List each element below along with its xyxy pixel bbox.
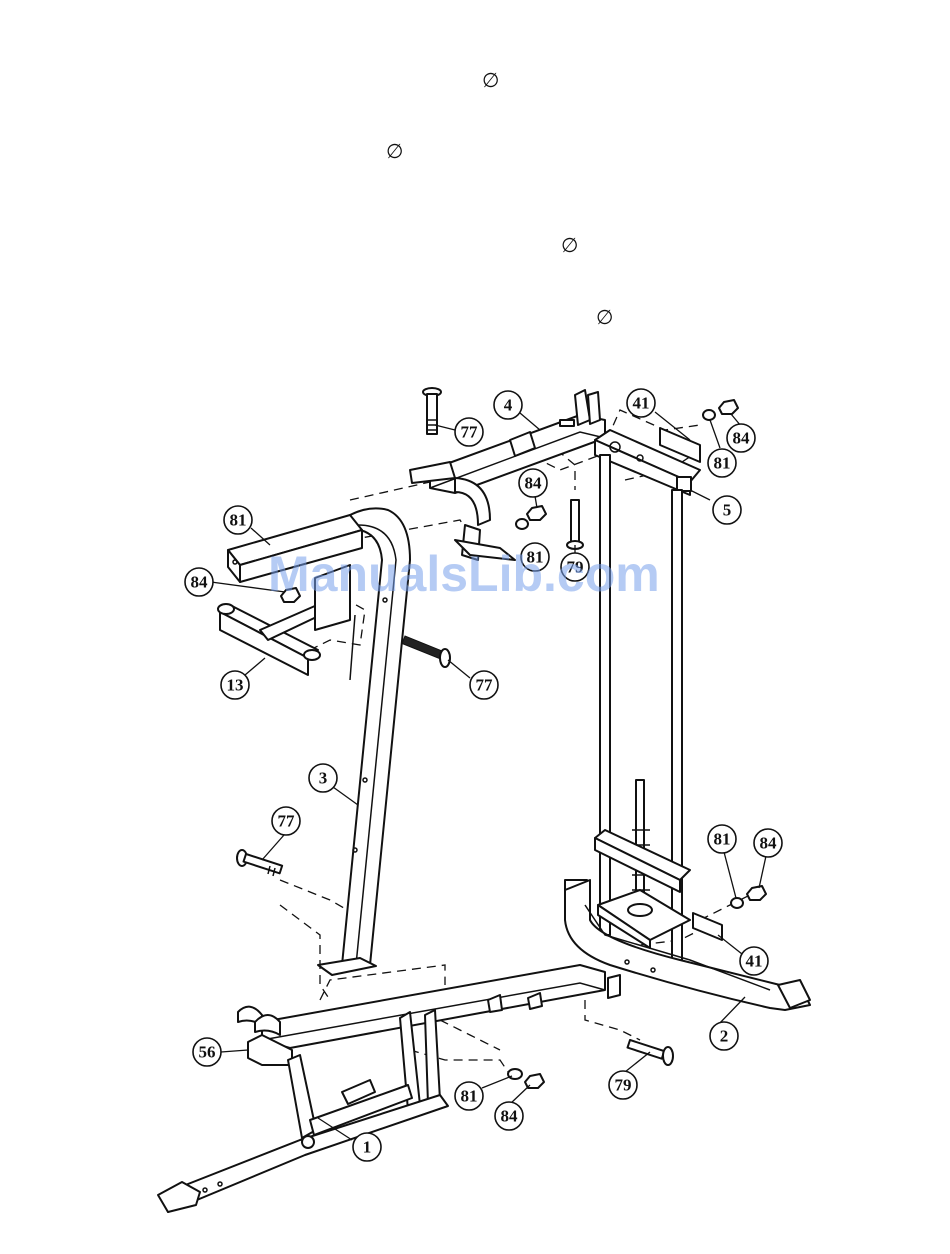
callout-p56-label: 56 xyxy=(199,1043,216,1062)
callout-p5: 5 xyxy=(713,496,741,524)
callout-p84-top-right-label: 84 xyxy=(733,429,751,448)
nut-84-bottom xyxy=(525,1074,544,1088)
callout-p1: 1 xyxy=(353,1133,381,1161)
callout-p81-top-right-label: 81 xyxy=(714,454,731,473)
callout-p84-left: 84 xyxy=(185,568,213,596)
bolt-77-low xyxy=(237,850,282,876)
callout-p79-bottom: 79 xyxy=(609,1071,637,1099)
callout-p41-top-label: 41 xyxy=(633,394,650,413)
callout-p84-low-right: 84 xyxy=(754,829,782,857)
callout-p4: 4 xyxy=(494,391,522,419)
callout-p3-label: 3 xyxy=(319,769,328,788)
callout-p1-label: 1 xyxy=(363,1138,372,1157)
callout-p81-low-right-label: 81 xyxy=(714,830,731,849)
callout-p84-top-right: 84 xyxy=(727,424,755,452)
callout-p81-left: 81 xyxy=(224,506,252,534)
callout-p84-mid: 84 xyxy=(519,469,547,497)
watermark-text: ManualsLib.com xyxy=(268,545,660,603)
callout-p77-mid-label: 77 xyxy=(476,676,494,695)
washer-81-mid xyxy=(516,519,528,529)
callout-p2-label: 2 xyxy=(720,1027,729,1046)
callout-p84-low-right-label: 84 xyxy=(760,834,778,853)
callout-p41-low: 41 xyxy=(740,947,768,975)
bolt-77-mid xyxy=(402,636,450,667)
callout-p13: 13 xyxy=(221,671,249,699)
callout-p84-mid-label: 84 xyxy=(525,474,543,493)
nut-84-top-right xyxy=(719,400,738,414)
callout-p81-top-right: 81 xyxy=(708,449,736,477)
callout-p41-low-label: 41 xyxy=(746,952,763,971)
part-1-main-base xyxy=(158,965,620,1212)
callout-p77-mid: 77 xyxy=(470,671,498,699)
nut-84-low-right xyxy=(747,886,766,900)
callout-p84-left-label: 84 xyxy=(191,573,209,592)
bolt-79-top xyxy=(567,500,583,549)
callout-p81-bottom: 81 xyxy=(455,1082,483,1110)
nut-84-mid xyxy=(527,506,546,520)
callout-p84-bottom-label: 84 xyxy=(501,1107,519,1126)
washer-81-low-right xyxy=(731,898,743,908)
callout-p77-top: 77 xyxy=(455,418,483,446)
callout-p4-label: 4 xyxy=(504,396,513,415)
washer-81-top-right xyxy=(703,410,715,420)
callout-p5-label: 5 xyxy=(723,501,732,520)
bolt-77-top xyxy=(423,388,441,434)
callout-p77-low-label: 77 xyxy=(278,812,296,831)
callout-p3: 3 xyxy=(309,764,337,792)
callout-p81-left-label: 81 xyxy=(230,511,247,530)
callout-p13-label: 13 xyxy=(227,676,244,695)
callout-p81-bottom-label: 81 xyxy=(461,1087,478,1106)
callout-p56: 56 xyxy=(193,1038,221,1066)
callout-p77-low: 77 xyxy=(272,807,300,835)
callout-p84-bottom: 84 xyxy=(495,1102,523,1130)
callout-p2: 2 xyxy=(710,1022,738,1050)
callout-p41-top: 41 xyxy=(627,389,655,417)
callout-p79-bottom-label: 79 xyxy=(615,1076,632,1095)
callout-p77-top-label: 77 xyxy=(461,423,479,442)
washer-81-bottom xyxy=(508,1069,522,1079)
callout-p81-low-right: 81 xyxy=(708,825,736,853)
